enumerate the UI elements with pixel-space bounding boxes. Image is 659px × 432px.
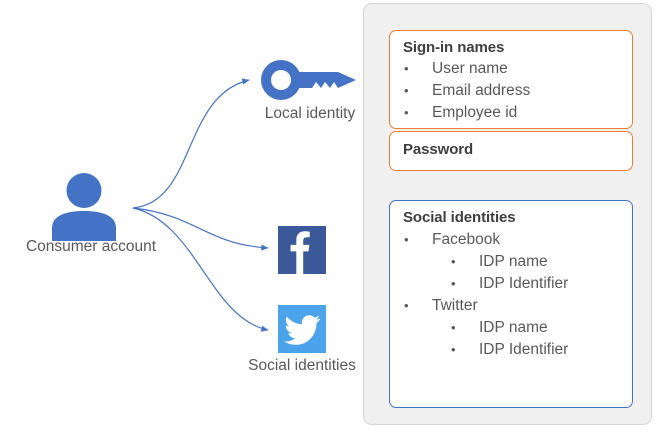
list-item: • Facebook xyxy=(390,229,634,251)
social-identities-label: Social identities xyxy=(248,357,356,374)
bullet-icon: • xyxy=(404,105,409,120)
facebook-icon xyxy=(278,226,326,274)
person-icon xyxy=(52,173,116,241)
card-title-sign-in-names: Sign-in names xyxy=(403,39,505,56)
bullet-icon: • xyxy=(451,254,456,269)
card-title-password: Password xyxy=(403,141,474,158)
bullet-icon: • xyxy=(404,83,409,98)
bullet-icon: • xyxy=(404,61,409,76)
twitter-icon xyxy=(278,305,326,353)
bullet-icon: • xyxy=(451,276,456,291)
bullet-icon: • xyxy=(404,232,409,247)
key-icon xyxy=(261,60,356,100)
bullet-icon: • xyxy=(451,320,456,335)
bullet-icon: • xyxy=(451,342,456,357)
list-item-label: Facebook xyxy=(432,231,501,248)
card-social-identities: Social identities • Facebook • IDP name … xyxy=(389,200,633,408)
list-item: • Twitter xyxy=(390,295,634,317)
arrow-to-local-identity xyxy=(132,78,250,209)
list-item: • User name xyxy=(390,58,634,80)
consumer-account-label: Consumer account xyxy=(25,238,157,255)
card-title-social-identities: Social identities xyxy=(403,209,516,226)
arrow-to-twitter xyxy=(132,207,269,332)
social-identities-list: • Facebook • IDP name • IDP Identifier •… xyxy=(390,229,634,361)
list-item: • IDP name xyxy=(390,251,634,273)
list-item: • IDP name xyxy=(390,317,634,339)
local-identity-label: Local identity xyxy=(264,105,356,122)
list-item-label: IDP name xyxy=(479,253,548,270)
list-item: • IDP Identifier xyxy=(390,273,634,295)
list-item: • IDP Identifier xyxy=(390,339,634,361)
list-item-label: IDP Identifier xyxy=(479,341,569,358)
list-item-label: Twitter xyxy=(432,297,478,314)
list-item-label: IDP name xyxy=(479,319,548,336)
card-password: Password xyxy=(389,131,633,171)
sign-in-names-list: • User name • Email address • Employee i… xyxy=(390,58,634,124)
card-sign-in-names: Sign-in names • User name • Email addres… xyxy=(389,30,633,129)
list-item-label: Employee id xyxy=(432,104,518,121)
bullet-icon: • xyxy=(404,298,409,313)
list-item: • Email address xyxy=(390,80,634,102)
list-item-label: IDP Identifier xyxy=(479,275,569,292)
list-item-label: User name xyxy=(432,60,508,77)
list-item: • Employee id xyxy=(390,102,634,124)
list-item-label: Email address xyxy=(432,82,531,99)
